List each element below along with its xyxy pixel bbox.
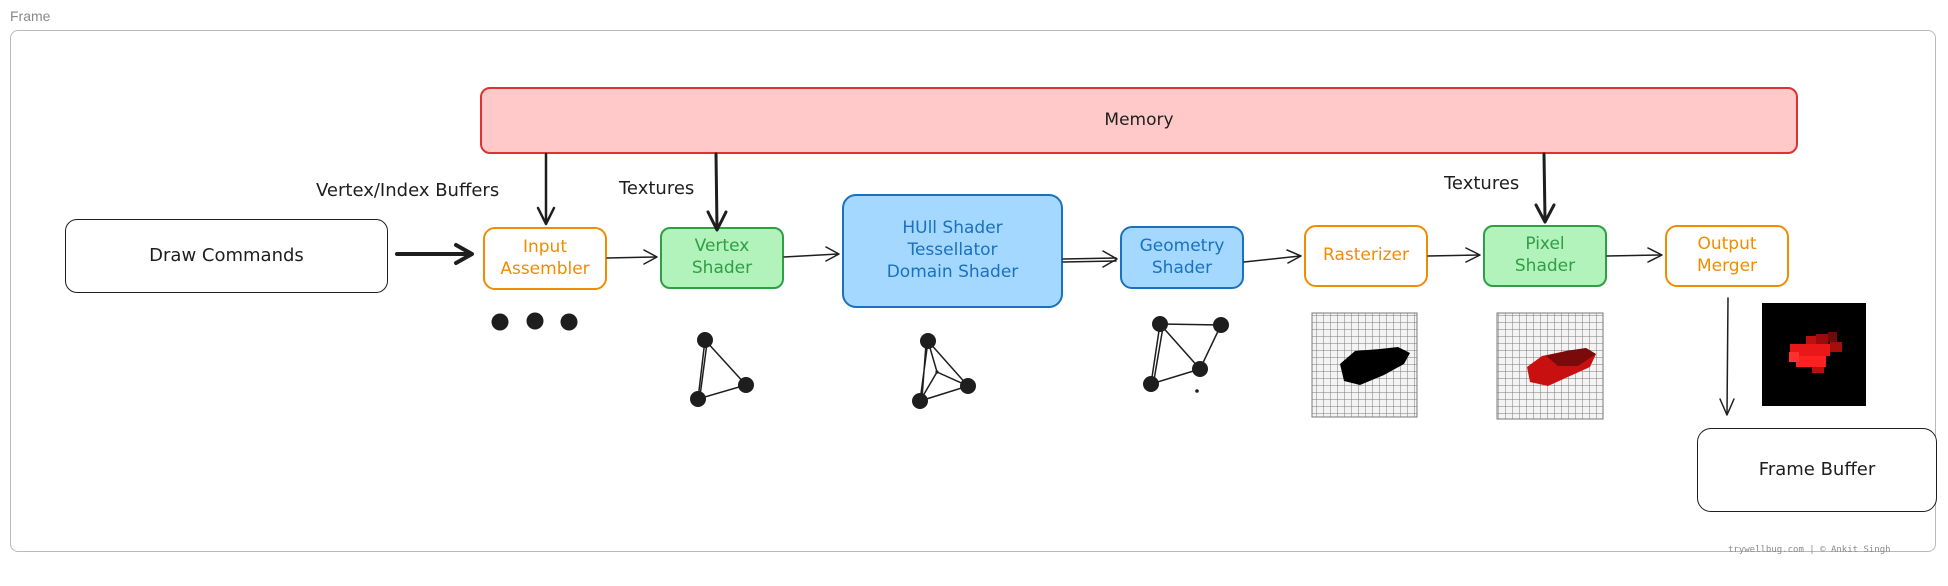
vertex-dot [526, 312, 544, 330]
frame-buffer-node[interactable]: Frame Buffer [1697, 428, 1937, 512]
tessellator-label: Tessellator [907, 240, 998, 261]
arrow-draw-to-input [395, 243, 474, 265]
memory-block[interactable]: Memory [480, 87, 1798, 154]
vertex-shader-line-2: Shader [691, 258, 753, 278]
vertex-dots-illustration [491, 312, 578, 331]
arrow-tessellation-to-geometry [1062, 250, 1118, 268]
pixel-shader-node[interactable]: Pixel Shader [1483, 225, 1607, 287]
draw-commands-node[interactable]: Draw Commands [65, 219, 388, 293]
vertex-dot [491, 313, 509, 331]
arrow-vertex-to-tessellation [783, 246, 840, 262]
arrow-output-to-framebuffer [1719, 297, 1735, 416]
hull-shader-label: HUll Shader [902, 218, 1003, 239]
pixel-shader-line-2: Shader [1514, 256, 1576, 276]
arrow-geometry-to-rasterizer [1243, 249, 1302, 264]
tessellated-triangle-illustration [912, 333, 976, 409]
draw-commands-label: Draw Commands [149, 245, 304, 267]
output-merger-line-2: Merger [1696, 256, 1758, 276]
input-assembler-line-1: Input [522, 236, 567, 257]
frame [10, 30, 1936, 552]
arrow-memory-to-vertex [706, 152, 728, 232]
arrow-input-to-vertex [606, 249, 658, 265]
arrow-rasterizer-to-pixel [1427, 247, 1481, 263]
arrow-memory-to-input [536, 152, 556, 226]
flow-arrows [395, 152, 1735, 416]
vertex-index-buffers-label: Vertex/Index Buffers [316, 180, 500, 201]
domain-shader-label: Domain Shader [886, 261, 1019, 282]
tessellation-stage-node[interactable]: HUll Shader Tessellator Domain Shader [842, 194, 1063, 308]
output-merger-line-1: Output [1697, 234, 1757, 255]
rasterizer-label: Rasterizer [1323, 245, 1409, 266]
footer-credit: trywellbug.com | © Ankit Singh [1728, 545, 1891, 555]
memory-label: Memory [1104, 109, 1174, 130]
output-merger-node[interactable]: Output Merger [1665, 225, 1789, 287]
geometry-shader-line-2: Shader [1151, 257, 1213, 278]
textures-label-pixel: Textures [1444, 173, 1520, 194]
arrow-pixel-to-output [1606, 247, 1663, 263]
input-assembler-node[interactable]: Input Assembler [483, 227, 607, 290]
rasterized-grid-illustration [1311, 312, 1418, 418]
pixel-shader-line-1: Pixel [1525, 234, 1565, 255]
pixel-shaded-grid-illustration [1496, 312, 1604, 420]
arrow-memory-to-pixel [1534, 152, 1556, 224]
vertex-dot [560, 313, 578, 331]
final-image-illustration [1762, 303, 1866, 406]
frame-buffer-label: Frame Buffer [1758, 459, 1876, 481]
geometry-illustration [1143, 316, 1229, 393]
input-assembler-line-2: Assembler [500, 258, 590, 279]
vertex-shader-line-1: Vertex [694, 236, 750, 257]
textures-label-vertex: Textures [619, 178, 695, 199]
vertex-shader-node[interactable]: Vertex Shader [660, 227, 784, 289]
triangle-illustration [690, 332, 754, 407]
geometry-shader-node[interactable]: Geometry Shader [1120, 226, 1244, 289]
frame-label: Frame [10, 8, 51, 24]
geometry-shader-line-1: Geometry [1139, 235, 1225, 256]
rasterizer-node[interactable]: Rasterizer [1304, 225, 1428, 287]
